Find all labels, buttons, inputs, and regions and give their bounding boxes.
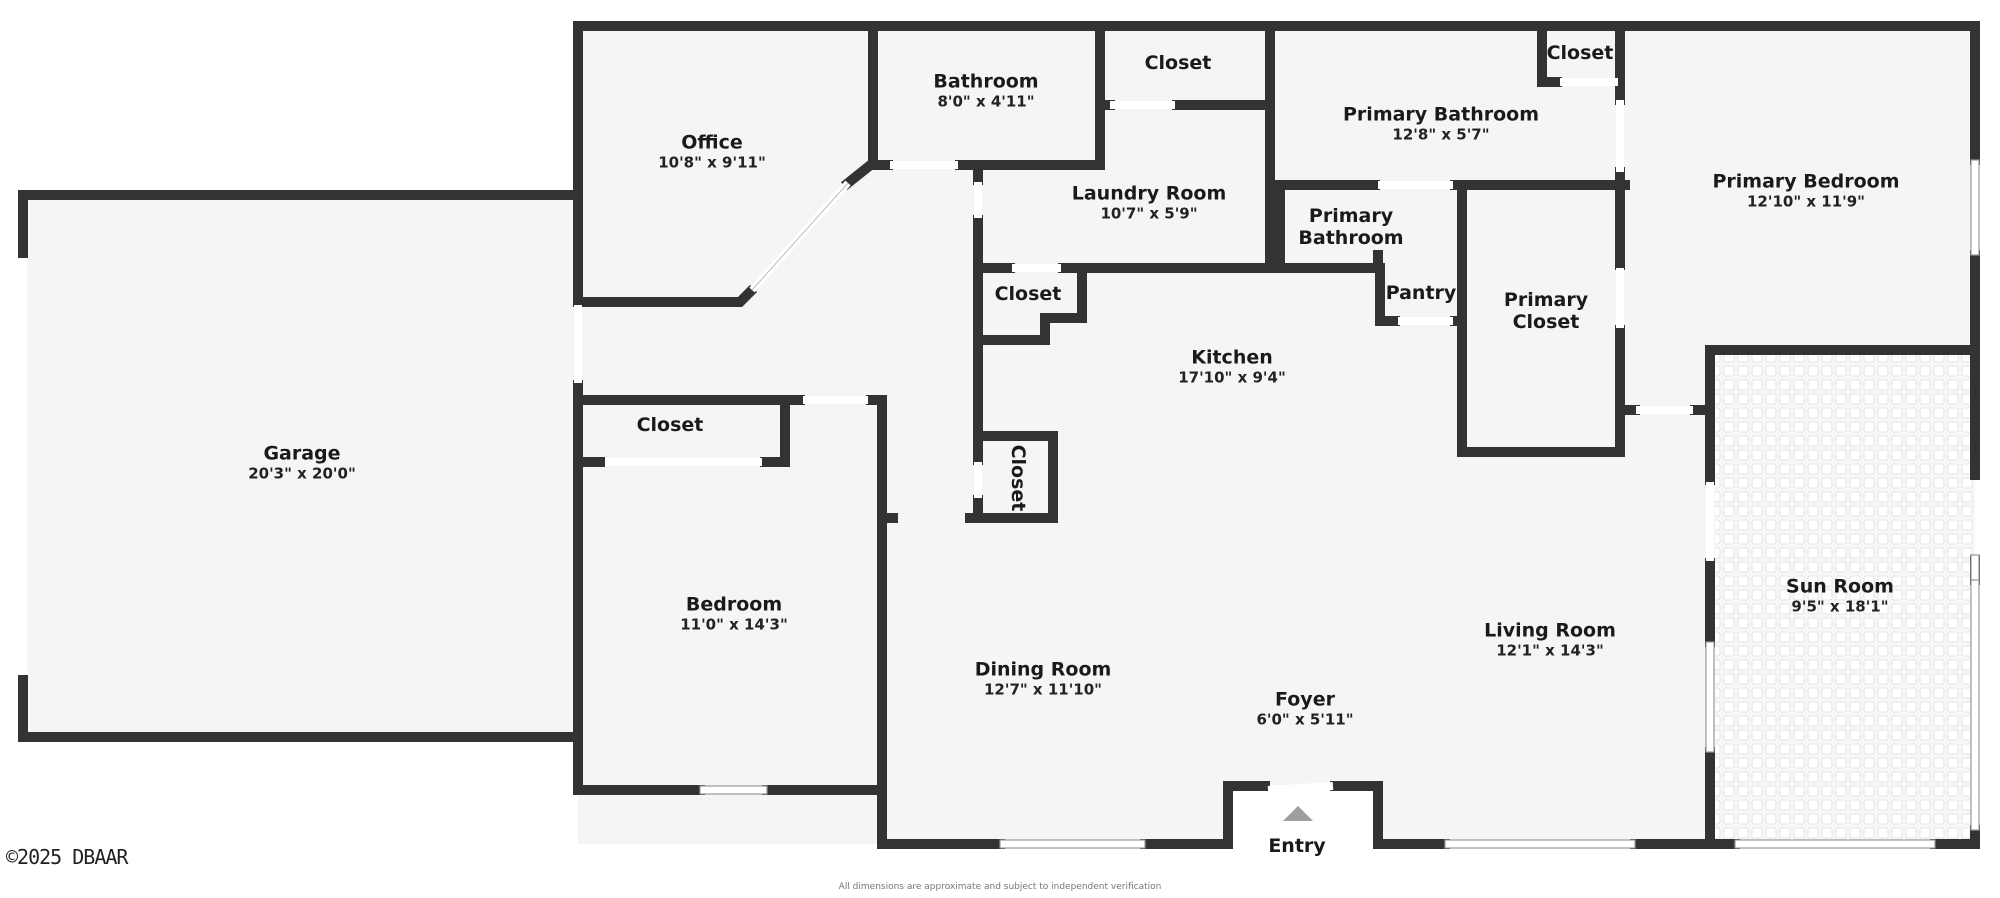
room-name: Living Room [1484, 619, 1616, 642]
room-name: Laundry Room [1071, 182, 1227, 205]
room-name: Bedroom [685, 593, 783, 616]
room-name: Office [681, 131, 743, 154]
room-name: Foyer [1275, 688, 1335, 711]
room-name: Dining Room [974, 658, 1112, 681]
room-label-dining: Dining Room 12'7" x 11'10" [975, 659, 1112, 698]
room-dims: 12'8" x 5'7" [1392, 125, 1490, 144]
room-name: Closet [1006, 444, 1029, 512]
room-label-kitchen: Kitchen 17'10" x 9'4" [1178, 347, 1286, 386]
room-label-closet-primary-bath: Closet [1546, 42, 1614, 65]
room-label-bathroom: Bathroom 8'0" x 4'11" [933, 71, 1038, 110]
room-label-closet-vertical: Closet [1006, 444, 1029, 512]
room-name: Primary Bedroom [1712, 170, 1900, 193]
room-label-closet-kitchen: Closet [994, 283, 1062, 306]
room-dims: 20'3" x 20'0" [248, 464, 356, 483]
room-name: Closet [1546, 42, 1614, 65]
room-label-closet-bedroom: Closet [636, 414, 704, 437]
room-dims: 9'5" x 18'1" [1791, 597, 1889, 616]
garage-walls [18, 190, 583, 742]
room-name: Sun Room [1786, 575, 1894, 598]
room-label-primary-bathroom-2: Primary Bathroom [1276, 205, 1426, 250]
room-label-closet-top: Closet [1144, 52, 1212, 75]
room-dims: 12'10" x 11'9" [1746, 192, 1865, 211]
sunroom-tile-floor [1715, 354, 1975, 844]
room-label-primary-bathroom: Primary Bathroom 12'8" x 5'7" [1343, 104, 1539, 143]
room-name: Primary Closet [1503, 289, 1589, 333]
copyright-text: ©2025 DBAAR [6, 845, 128, 869]
outer-walls [573, 21, 1980, 849]
room-name: Primary Bathroom [1343, 103, 1539, 126]
room-label-sunroom: Sun Room 9'5" x 18'1" [1786, 576, 1894, 615]
room-label-laundry: Laundry Room 10'7" x 5'9" [1072, 183, 1227, 222]
room-name: Pantry [1385, 282, 1457, 305]
room-label-office: Office 10'8" x 9'11" [658, 132, 766, 171]
room-label-primary-closet: Primary Closet [1491, 289, 1601, 334]
room-name: Closet [994, 283, 1062, 306]
floor-fills [23, 26, 1975, 860]
door-openings [574, 78, 1714, 794]
room-name: Garage [263, 442, 341, 465]
room-name: Kitchen [1191, 346, 1273, 369]
room-name: Primary Bathroom [1298, 205, 1404, 249]
room-label-primary-bedroom: Primary Bedroom 12'10" x 11'9" [1712, 171, 1899, 210]
room-label-pantry: Pantry [1385, 282, 1457, 305]
entry-label: Entry [1268, 835, 1326, 857]
room-dims: 8'0" x 4'11" [937, 92, 1035, 111]
disclaimer-text: All dimensions are approximate and subje… [838, 882, 1162, 892]
room-name: Closet [636, 414, 704, 437]
room-label-living: Living Room 12'1" x 14'3" [1484, 620, 1616, 659]
room-dims: 10'8" x 9'11" [658, 153, 766, 172]
room-label-foyer: Foyer 6'0" x 5'11" [1256, 689, 1353, 728]
room-dims: 12'7" x 11'10" [983, 680, 1102, 699]
entry-arrow-icon [1283, 806, 1313, 821]
interior-walls [573, 21, 1715, 795]
room-dims: 11'0" x 14'3" [680, 615, 788, 634]
room-name: Closet [1144, 52, 1212, 75]
room-name: Bathroom [933, 70, 1039, 93]
room-label-bedroom: Bedroom 11'0" x 14'3" [680, 594, 788, 633]
room-dims: 12'1" x 14'3" [1496, 641, 1604, 660]
room-dims: 6'0" x 5'11" [1256, 710, 1354, 729]
room-label-garage: Garage 20'3" x 20'0" [248, 443, 356, 482]
room-dims: 10'7" x 5'9" [1100, 204, 1198, 223]
room-dims: 17'10" x 9'4" [1178, 368, 1286, 387]
